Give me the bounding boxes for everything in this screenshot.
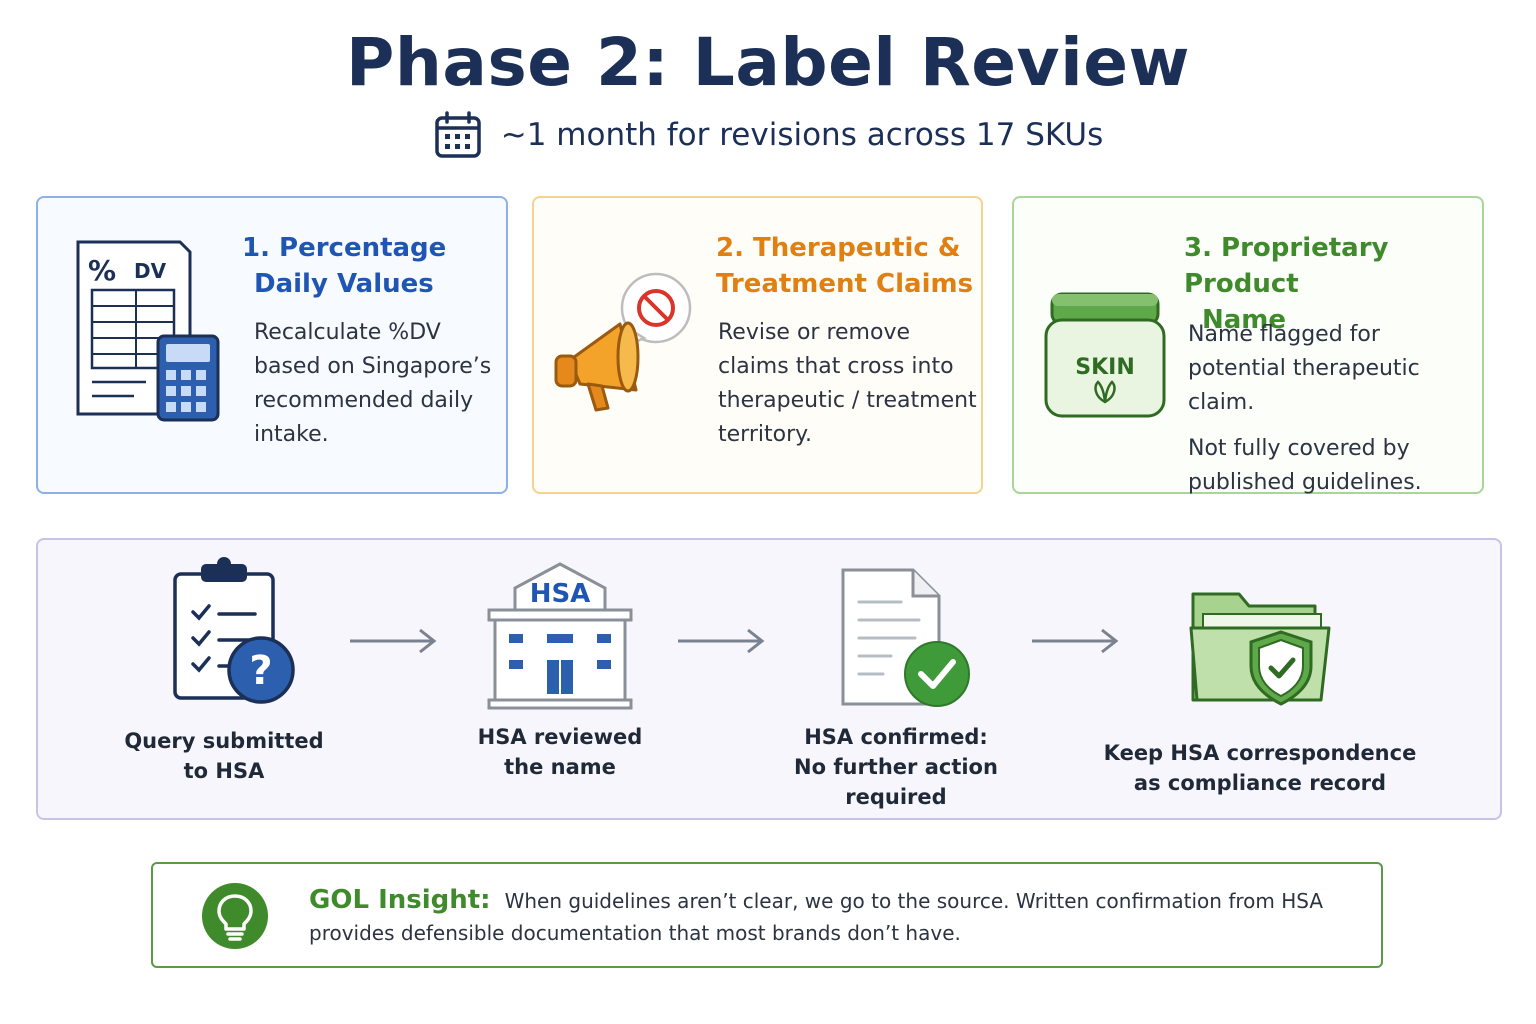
- hsa-query-flow: ? Query submitted to HSA HSA HSA reviewe…: [36, 538, 1502, 820]
- step-keep-record: Keep HSA correspondence as compliance re…: [1104, 584, 1416, 798]
- subtitle: ~1 month for revisions across 17 SKUs: [0, 110, 1536, 160]
- calendar-icon: [434, 111, 481, 158]
- arrow-right-icon: [350, 628, 437, 654]
- card-description: Name flagged for potential therapeutic c…: [1188, 322, 1422, 495]
- step-label: HSA confirmed: No further action require…: [794, 725, 998, 809]
- clipboard-question-icon: ?: [173, 557, 295, 704]
- dv-glyph: DV: [134, 259, 167, 283]
- page-title: Phase 2: Label Review: [346, 24, 1190, 101]
- card-title: 3. Proprietary Product Name: [1184, 233, 1389, 335]
- card-proprietary-name: SKIN 3. Proprietary Product Name Name fl…: [1012, 196, 1484, 495]
- card-description: Revise or remove claims that cross into …: [718, 320, 977, 447]
- nutrition-calculator-icon: % DV: [76, 240, 220, 422]
- skin-label: SKIN: [1075, 355, 1135, 380]
- step-hsa-reviewed: HSA HSA reviewed the name: [410, 560, 710, 782]
- document-check-icon: [841, 568, 970, 707]
- question-mark: ?: [249, 648, 272, 694]
- hsa-building-icon: HSA: [487, 562, 633, 710]
- insight-label: GOL Insight:: [309, 885, 491, 915]
- card-title: 2. Therapeutic & Treatment Claims: [716, 233, 974, 299]
- shield-folder-icon: [1189, 592, 1331, 706]
- arrow-right-icon: [678, 628, 765, 654]
- megaphone-no-icon: [554, 272, 692, 412]
- card-title: 1. Percentage Daily Values: [242, 233, 447, 299]
- lightbulb-icon: [202, 883, 268, 949]
- card-therapeutic-claims: 2. Therapeutic & Treatment Claims Revise…: [532, 196, 983, 494]
- step-label: Keep HSA correspondence as compliance re…: [1103, 741, 1417, 795]
- skin-jar-icon: SKIN: [1044, 292, 1166, 418]
- step-label: HSA reviewed the name: [477, 725, 643, 779]
- step-label: Query submitted to HSA: [124, 729, 324, 783]
- card-percentage-daily-values: % DV 1. Percentage Daily Values Recalcul…: [36, 196, 508, 494]
- subtitle-text: ~1 month for revisions across 17 SKUs: [500, 117, 1104, 153]
- step-hsa-confirmed: HSA confirmed: No further action require…: [746, 566, 1046, 812]
- insight-box: GOL Insight:When guidelines aren’t clear…: [151, 862, 1383, 968]
- percent-glyph: %: [88, 254, 116, 287]
- hsa-sign: HSA: [530, 579, 591, 609]
- insight-text: GOL Insight:When guidelines aren’t clear…: [309, 885, 1324, 945]
- arrow-right-icon: [1032, 628, 1119, 654]
- card-description: Recalculate %DV based on Singapore’s rec…: [254, 320, 492, 447]
- step-query-submitted: ? Query submitted to HSA: [74, 556, 374, 786]
